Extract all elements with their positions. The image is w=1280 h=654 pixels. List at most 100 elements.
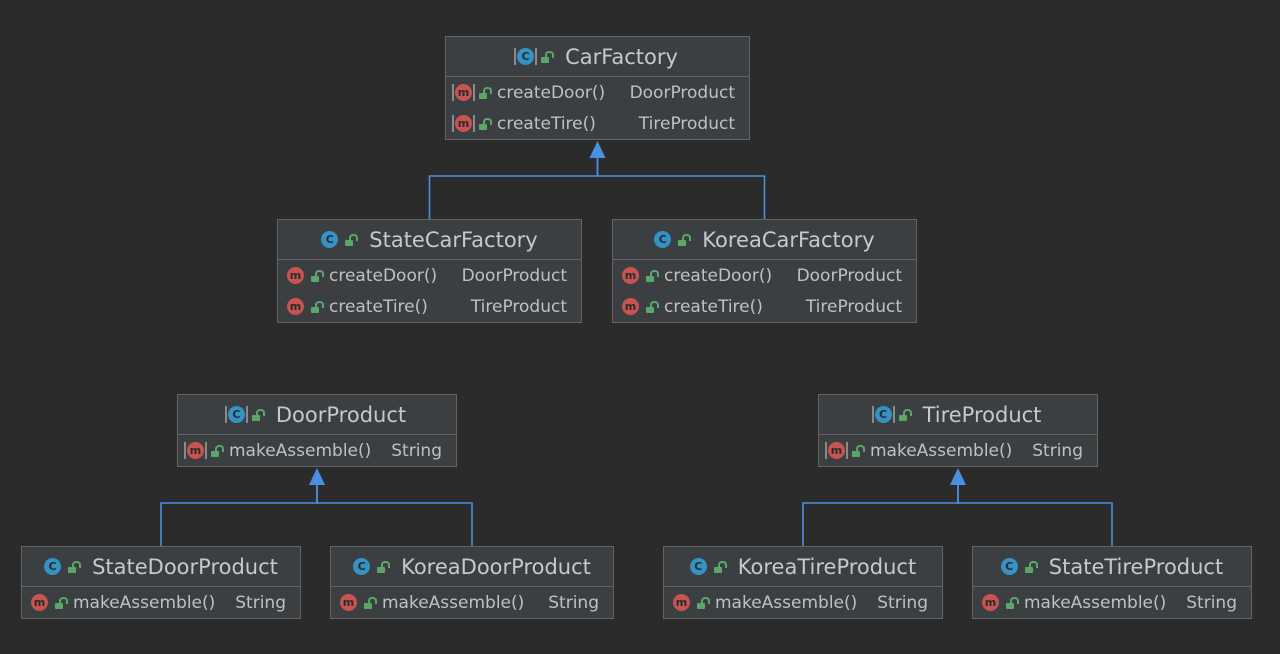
- method-icon: m: [340, 594, 357, 611]
- public-lock-icon: [310, 301, 324, 313]
- class-name: DoorProduct: [275, 402, 407, 427]
- method-name: createTire(): [664, 296, 763, 317]
- method-return-type: String: [235, 592, 286, 613]
- method-return-type: TireProduct: [805, 296, 902, 317]
- method-name: makeAssemble(): [870, 440, 1013, 461]
- class-node-state-car-factory[interactable]: C StateCarFactory m createDoor() DoorProduct…: [277, 219, 582, 323]
- abstract-method-icon: m: [184, 442, 207, 459]
- inheritance-edge: [957, 483, 1113, 546]
- public-lock-icon: [376, 561, 391, 573]
- class-name: StateTireProduct: [1048, 554, 1224, 579]
- method-return-type: String: [391, 440, 442, 461]
- method-row[interactable]: m createDoor() DoorProduct: [446, 77, 749, 108]
- inheritance-edge: [160, 483, 318, 546]
- inheritance-edge: [316, 483, 473, 546]
- class-node-korea-door-product[interactable]: C KoreaDoorProduct m makeAssemble() String: [330, 546, 614, 619]
- method-icon: m: [31, 594, 48, 611]
- class-name: CarFactory: [565, 44, 678, 69]
- inheritance-arrowhead: [309, 468, 325, 485]
- method-name: makeAssemble(): [382, 592, 525, 613]
- public-lock-icon: [310, 270, 324, 282]
- method-name: createTire(): [497, 113, 596, 134]
- public-lock-icon: [363, 597, 377, 609]
- method-name: createDoor(): [497, 82, 606, 103]
- public-lock-icon: [696, 597, 710, 609]
- method-return-type: DoorProduct: [629, 82, 735, 103]
- public-lock-icon: [251, 409, 265, 421]
- abstract-method-icon: m: [452, 84, 475, 101]
- public-lock-icon: [344, 234, 359, 246]
- public-lock-icon: [478, 118, 492, 130]
- method-return-type: String: [548, 592, 599, 613]
- public-lock-icon: [898, 409, 912, 421]
- class-icon: C: [353, 558, 371, 575]
- class-name: StateCarFactory: [369, 227, 538, 252]
- public-lock-icon: [677, 234, 692, 246]
- method-name: createTire(): [329, 296, 428, 317]
- public-lock-icon: [645, 270, 659, 282]
- class-icon: C: [689, 558, 707, 575]
- method-row[interactable]: m makeAssemble() String: [22, 587, 300, 618]
- class-node-header: C KoreaDoorProduct: [331, 547, 613, 587]
- public-lock-icon: [713, 561, 727, 573]
- class-name: KoreaDoorProduct: [401, 554, 591, 579]
- public-lock-icon: [540, 51, 555, 63]
- method-row[interactable]: m createDoor() DoorProduct: [613, 260, 916, 291]
- public-lock-icon: [1024, 561, 1038, 573]
- inheritance-edge: [596, 156, 766, 219]
- class-node-header: C KoreaCarFactory: [613, 220, 916, 260]
- inheritance-arrowhead: [589, 141, 606, 158]
- method-return-type: TireProduct: [470, 296, 567, 317]
- method-row[interactable]: m createDoor() DoorProduct: [278, 260, 581, 291]
- method-row[interactable]: m makeAssemble() String: [664, 587, 942, 618]
- inheritance-edge: [428, 156, 599, 219]
- public-lock-icon: [67, 561, 82, 573]
- class-name: TireProduct: [922, 402, 1042, 427]
- inheritance-edge: [802, 483, 959, 546]
- method-icon: m: [982, 594, 999, 611]
- method-return-type: String: [877, 592, 928, 613]
- public-lock-icon: [1005, 597, 1019, 609]
- class-icon: C: [1000, 558, 1018, 575]
- public-lock-icon: [54, 597, 68, 609]
- abstract-class-icon: C: [871, 406, 895, 423]
- inheritance-arrowhead: [950, 468, 966, 485]
- class-node-korea-car-factory[interactable]: C KoreaCarFactory m createDoor() DoorProduct…: [612, 219, 917, 323]
- class-icon: C: [654, 231, 672, 248]
- abstract-method-icon: m: [825, 442, 848, 459]
- method-return-type: DoorProduct: [796, 265, 902, 286]
- method-return-type: DoorProduct: [461, 265, 567, 286]
- method-name: makeAssemble(): [229, 440, 372, 461]
- class-node-header: C StateTireProduct: [973, 547, 1251, 587]
- method-name: makeAssemble(): [1024, 592, 1167, 613]
- class-name: KoreaCarFactory: [702, 227, 875, 252]
- method-icon: m: [622, 267, 639, 284]
- method-name: makeAssemble(): [715, 592, 858, 613]
- method-icon: m: [673, 594, 690, 611]
- class-name: StateDoorProduct: [92, 554, 278, 579]
- method-name: createDoor(): [329, 265, 438, 286]
- abstract-method-icon: m: [452, 115, 475, 132]
- method-name: createDoor(): [664, 265, 773, 286]
- public-lock-icon: [210, 445, 224, 457]
- method-name: makeAssemble(): [73, 592, 216, 613]
- public-lock-icon: [851, 445, 865, 457]
- method-icon: m: [287, 267, 304, 284]
- method-row[interactable]: m makeAssemble() String: [178, 435, 456, 466]
- class-icon: C: [321, 231, 339, 248]
- method-row[interactable]: m makeAssemble() String: [331, 587, 613, 618]
